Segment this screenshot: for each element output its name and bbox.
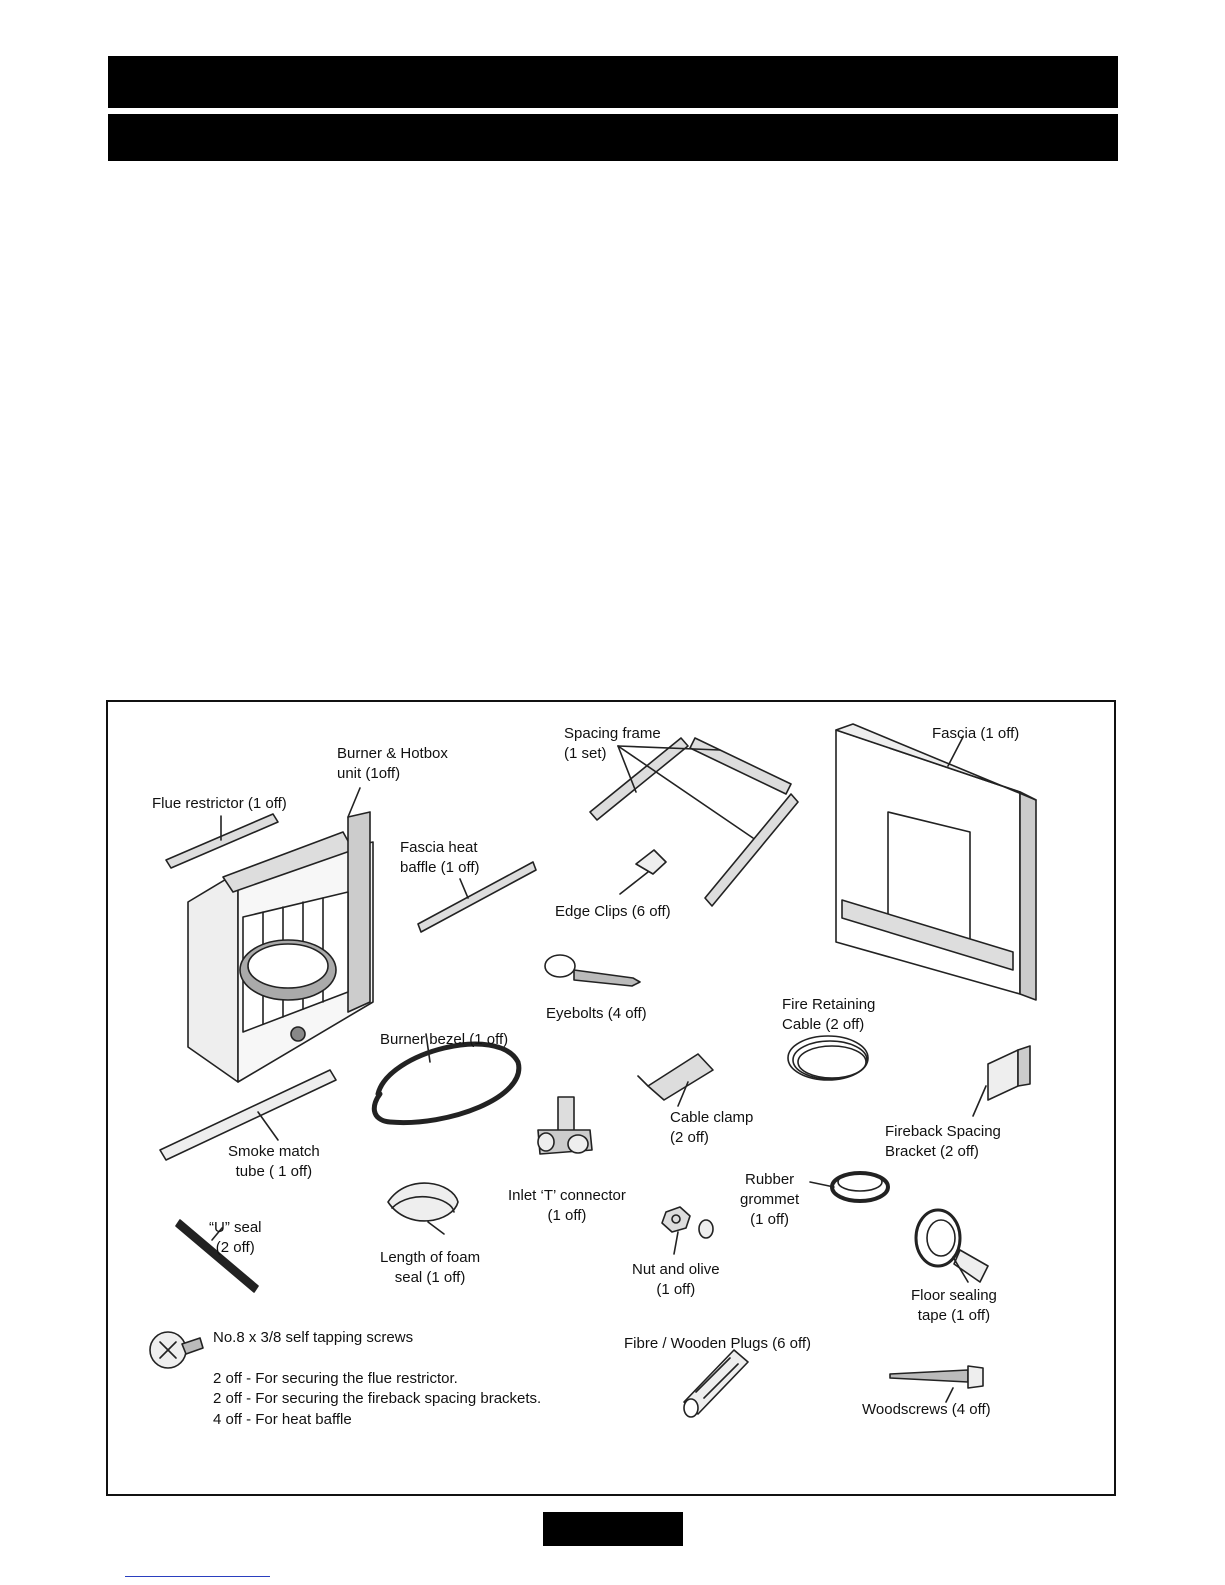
fireback-spacing-bracket-icon <box>972 1045 1031 1117</box>
u-seal-icon <box>175 1219 259 1293</box>
label-foam-seal: Length of foam seal (1 off) <box>380 1249 481 1286</box>
label-spacing-frame: Spacing frame (1 set) <box>564 725 661 762</box>
header-title-bar <box>108 56 1118 108</box>
fascia-heat-baffle-icon <box>417 861 537 933</box>
label-fire-retaining-cable: Fire Retaining Cable (2 off) <box>782 996 876 1033</box>
rubber-grommet-icon <box>809 1171 890 1203</box>
label-woodscrews: Woodscrews (4 off) <box>862 1401 991 1418</box>
spacing-frame-icon <box>589 737 799 907</box>
screws-title: No.8 x 3/8 self tapping screws <box>213 1329 414 1346</box>
label-inlet-t-connector: Inlet ‘T’ connector (1 off) <box>508 1187 626 1224</box>
label-u-seal: “U” seal (2 off) <box>209 1219 262 1256</box>
burner-hotbox-icon <box>187 787 374 1083</box>
screws-line-2: 2 off - For securing the fireback spacin… <box>213 1390 542 1407</box>
footer-link-underline[interactable] <box>125 1576 270 1577</box>
self-tapping-screw-icon <box>149 1331 204 1369</box>
screws-line-3: 4 off - For heat baffle <box>213 1410 352 1428</box>
page-number-box <box>543 1512 683 1546</box>
label-rubber-grommet: Rubber grommet (1 off) <box>740 1171 800 1228</box>
burner-bezel-icon <box>371 1033 522 1126</box>
nut-and-olive-icon <box>661 1206 714 1255</box>
parts-illustration <box>149 723 1037 1418</box>
label-fascia: Fascia (1 off) <box>932 725 1020 742</box>
fibre-plugs-icon <box>683 1349 749 1418</box>
smoke-match-tube-icon <box>159 1069 337 1161</box>
eyebolts-icon <box>544 954 641 987</box>
parts-figure: Flue restrictor (1 off) Burner & Hotbox … <box>106 700 1116 1496</box>
screws-line-1: 2 off - For securing the flue restrictor… <box>213 1369 458 1387</box>
label-burner-hotbox: Burner & Hotbox unit (1off) <box>337 745 448 782</box>
foam-seal-icon <box>387 1182 459 1235</box>
label-flue-restrictor: Flue restrictor (1 off) <box>152 795 287 812</box>
label-edge-clips: Edge Clips (6 off) <box>555 903 671 920</box>
fire-retaining-cable-icon <box>787 1035 869 1081</box>
floor-sealing-tape-icon <box>914 1208 989 1283</box>
label-floor-sealing-tape: Floor sealing tape (1 off) <box>911 1287 997 1324</box>
cable-clamp-icon <box>637 1053 714 1107</box>
label-nut-and-olive: Nut and olive (1 off) <box>632 1261 720 1298</box>
inlet-t-connector-icon <box>537 1096 593 1155</box>
flue-restrictor-icon <box>165 813 279 869</box>
label-fibre-plugs: Fibre / Wooden Plugs (6 off) <box>624 1335 812 1352</box>
edge-clips-icon <box>619 849 667 895</box>
fascia-icon <box>835 723 1037 1001</box>
label-fascia-heat-baffle: Fascia heat baffle (1 off) <box>400 839 480 876</box>
label-eyebolts: Eyebolts (4 off) <box>546 1005 647 1022</box>
label-fireback-spacing-bracket: Fireback Spacing Bracket (2 off) <box>885 1123 1001 1160</box>
label-cable-clamp: Cable clamp (2 off) <box>670 1109 754 1146</box>
woodscrews-icon <box>889 1365 984 1403</box>
label-smoke-match-tube: Smoke match tube ( 1 off) <box>228 1143 320 1180</box>
screw-notes: No.8 x 3/8 self tapping screws 2 off - F… <box>213 1328 541 1430</box>
header-subtitle-bar <box>108 114 1118 161</box>
label-burner-bezel: Burner bezel (1 off) <box>380 1031 509 1048</box>
